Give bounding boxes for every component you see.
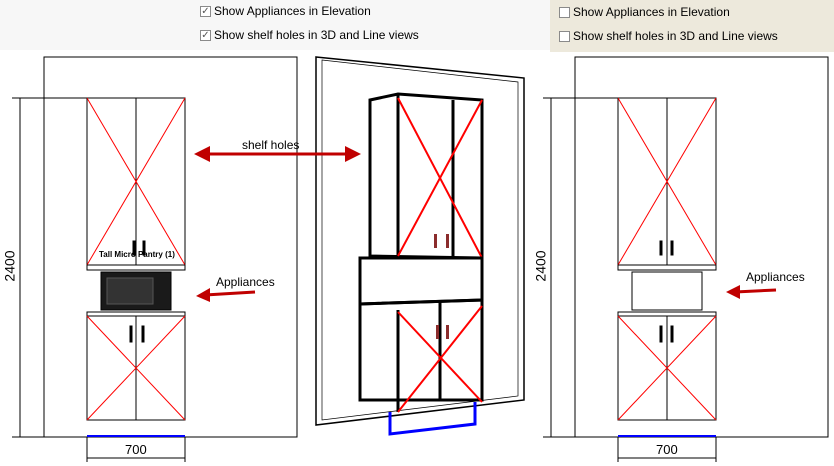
left-elevation [12, 56, 298, 462]
options-panel-checked [0, 0, 550, 50]
cabinet-label: Tall Micro Pantry (1) [99, 250, 175, 259]
3d-view [315, 56, 525, 436]
right-elevation [543, 56, 829, 462]
options-panel-unchecked [550, 0, 834, 52]
width-dimension-right: 700 [656, 442, 678, 457]
height-dimension-left: 2400 [1, 250, 18, 282]
height-dimension-right: 2400 [532, 250, 549, 282]
show-shelf-holes-checkbox[interactable]: ✓Show shelf holes in 3D and Line views [200, 28, 419, 42]
show-appliances-checkbox-off[interactable]: Show Appliances in Elevation [559, 5, 730, 19]
show-shelf-holes-checkbox-off[interactable]: Show shelf holes in 3D and Line views [559, 29, 778, 43]
annotation-arrows [194, 146, 777, 302]
appliances-annotation-left: Appliances [216, 275, 275, 289]
show-appliances-checkbox[interactable]: ✓Show Appliances in Elevation [200, 4, 371, 18]
width-dimension-left: 700 [125, 442, 147, 457]
appliances-annotation-right: Appliances [746, 270, 805, 284]
shelf-holes-annotation: shelf holes [242, 138, 300, 152]
